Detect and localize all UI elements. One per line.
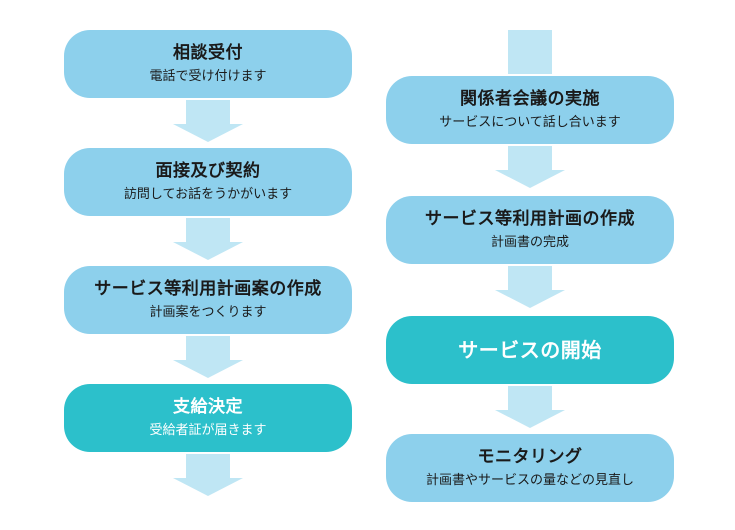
arrow-down-icon <box>172 454 244 502</box>
arrow-down-icon <box>494 146 566 194</box>
step-title: サービス等利用計画の作成 <box>425 209 635 229</box>
step-consultation: 相談受付 電話で受け付けます <box>64 30 352 98</box>
step-subtitle: サービスについて話し合います <box>439 115 621 130</box>
step-subtitle: 訪問してお話をうかがいます <box>123 187 293 202</box>
step-interview-contract: 面接及び契約 訪問してお話をうかがいます <box>64 148 352 216</box>
arrow-down-icon <box>494 386 566 434</box>
step-monitoring: モニタリング 計画書やサービスの量などの見直し <box>386 434 674 502</box>
arrow-down-icon <box>172 218 244 266</box>
arrow-down-icon <box>172 336 244 384</box>
step-service-start: サービスの開始 <box>386 316 674 384</box>
step-title: 関係者会議の実施 <box>460 89 600 109</box>
step-benefit-decision: 支給決定 受給者証が届きます <box>64 384 352 452</box>
step-title: モニタリング <box>477 447 583 467</box>
step-subtitle: 計画案をつくります <box>149 305 267 320</box>
step-plan-creation: サービス等利用計画の作成 計画書の完成 <box>386 196 674 264</box>
step-title: 相談受付 <box>173 43 243 63</box>
step-stakeholder-meeting: 関係者会議の実施 サービスについて話し合います <box>386 76 674 144</box>
step-plan-draft: サービス等利用計画案の作成 計画案をつくります <box>64 266 352 334</box>
step-title: 支給決定 <box>173 397 243 417</box>
arrow-down-icon <box>172 100 244 148</box>
step-title: 面接及び契約 <box>155 161 261 181</box>
step-subtitle: 計画書の完成 <box>490 235 569 250</box>
step-subtitle: 計画書やサービスの量などの見直し <box>425 473 634 488</box>
step-subtitle: 電話で受け付けます <box>149 69 267 84</box>
step-title: サービス等利用計画案の作成 <box>94 279 322 299</box>
step-title: サービスの開始 <box>458 338 602 362</box>
arrow-down-icon <box>494 266 566 314</box>
connector-stem <box>508 30 552 74</box>
step-subtitle: 受給者証が届きます <box>149 423 267 438</box>
